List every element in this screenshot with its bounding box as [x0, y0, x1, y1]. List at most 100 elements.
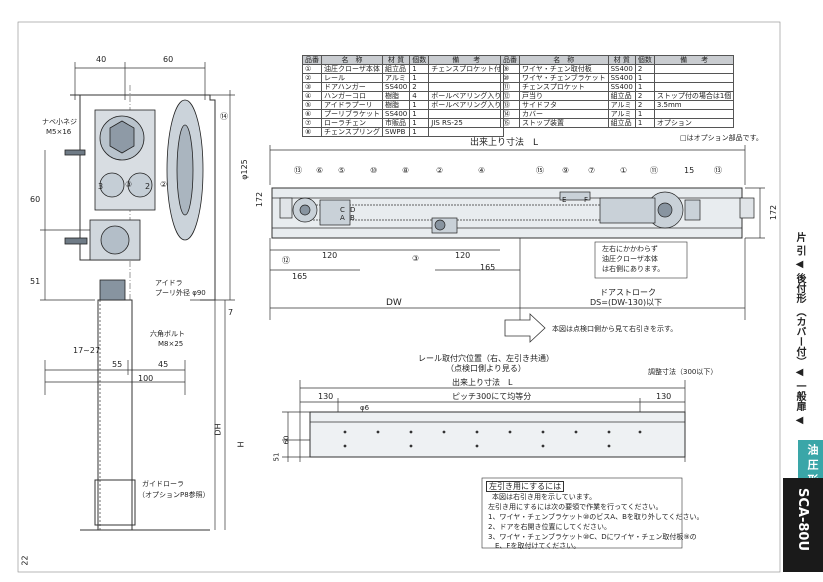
table-cell: ワイヤ・チェンブラケット	[519, 73, 609, 83]
table-cell: 2	[634, 91, 655, 101]
table-cell: 3.5mm	[653, 100, 735, 110]
category-breadcrumb: 片 引 ◀ 後付形 （カバー付）◀ 一般扉 ◀	[794, 232, 805, 426]
table-cell: 2	[634, 64, 655, 74]
table-cell: SS400	[381, 109, 411, 119]
dim-120-left: 120	[322, 251, 338, 260]
label-C: C	[340, 206, 345, 214]
table-cell: 2	[634, 100, 655, 110]
callout-4: ④	[478, 166, 486, 175]
rail-view-lines	[282, 380, 686, 462]
model-label: SCA-80U	[795, 488, 810, 552]
table-cell: ワイヤ・チェン取付板	[519, 64, 609, 74]
note-line-2: 油圧クローザ本体	[602, 255, 658, 263]
hole-diameter: φ6	[360, 404, 370, 412]
label-E: E	[562, 196, 567, 204]
table-cell: 1	[634, 118, 655, 128]
table-cell	[428, 73, 505, 83]
dim-130-right: 130	[656, 392, 672, 401]
table-cell: 2	[409, 82, 430, 92]
callout-12: ⑫	[282, 256, 290, 265]
dim-DH: DH	[213, 423, 223, 436]
table-cell: ボールベアリング入り	[428, 100, 505, 110]
label-B: B	[350, 214, 355, 222]
table-cell: 1	[409, 109, 430, 119]
idler-size: プーリ外径 φ90	[155, 289, 206, 297]
guide-roller-label: ガイドローラ	[142, 480, 184, 488]
dim-DW: DW	[386, 298, 402, 308]
table-cell: ⑬	[500, 100, 520, 110]
callout-8: ⑧	[402, 166, 410, 175]
door-stroke-label: ドアストローク	[600, 288, 656, 297]
callout-13-right: ⑬	[714, 166, 722, 175]
table-cell: ⑭	[500, 109, 520, 119]
num-2: 2	[145, 182, 151, 191]
table-cell: ⑥	[302, 109, 322, 119]
direction-arrow	[504, 313, 546, 343]
table-cell: ⑮	[500, 118, 520, 128]
left-pull-line-3: 1、ワイヤ・チェンブラケット⑩のビスA、Bを取り外してください。	[488, 513, 704, 521]
table-cell: SS400	[607, 73, 636, 83]
callout-9: ⑨	[562, 166, 570, 175]
dim-172-side: 172	[255, 191, 265, 208]
col-qty: 個数	[634, 55, 655, 65]
table-cell: ハンガーコロ	[321, 91, 383, 101]
num-3: 3	[98, 182, 104, 191]
note-line-1: 左右にかかわらず	[602, 245, 658, 253]
table-cell	[428, 109, 505, 119]
table-cell: ③	[302, 82, 322, 92]
page-number: 22	[20, 555, 30, 566]
col-qty: 個数	[409, 55, 430, 65]
table-cell: ①	[302, 64, 322, 74]
callout-6: ⑥	[316, 166, 324, 175]
table-cell: 戸当り	[519, 91, 609, 101]
dim-165-right: 165	[480, 263, 496, 272]
table-cell: 組立品	[607, 118, 636, 128]
table-cell: 1	[409, 73, 430, 83]
table-cell: 油圧クローザ本体	[321, 64, 383, 74]
table-cell: プーリブラケット	[321, 109, 383, 119]
adjust-dimension: 調整寸法（300以下）	[648, 368, 718, 376]
dim-55: 55	[112, 360, 123, 369]
table-cell: 1	[634, 109, 655, 119]
table-cell	[653, 109, 735, 119]
table-cell: レール	[321, 73, 383, 83]
direction-note: 本図は点検口側から見て右引きを示す。	[552, 325, 678, 333]
table-cell: 1	[409, 118, 430, 128]
table-cell: ②	[302, 73, 322, 83]
table-cell: ボールベアリング入り	[428, 91, 505, 101]
callout-5: ⑤	[338, 166, 346, 175]
table-cell: SS400	[607, 64, 636, 74]
col-name: 名 称	[321, 55, 383, 65]
table-cell: 樹脂	[381, 100, 411, 110]
dim-H: H	[236, 441, 246, 448]
table-cell: 組立品	[381, 64, 411, 74]
hex-bolt-size: M8×25	[158, 340, 184, 348]
table-cell: サイドフタ	[519, 100, 609, 110]
table-cell	[653, 73, 735, 83]
note-line-3: は右側にあります。	[602, 265, 665, 273]
col-remarks: 備 考	[653, 55, 735, 65]
table-cell: カバー	[519, 109, 609, 119]
dim-125: φ125	[239, 159, 249, 180]
callout-15-b: 15	[684, 166, 695, 175]
callout-14-side: ⑭	[220, 112, 228, 121]
table-cell: 1	[409, 64, 430, 74]
table-cell: チェンスプロケット付	[428, 64, 505, 74]
callout-11: ⑪	[650, 166, 658, 175]
dim-172-front: 172	[769, 204, 779, 221]
table-cell: ④	[302, 91, 322, 101]
table-cell: アルミ	[607, 109, 636, 119]
table-cell: 1	[634, 73, 655, 83]
callout-3-side: ③	[125, 180, 133, 189]
door-stroke-formula: DS=(DW-130)以下	[590, 298, 663, 307]
col-remarks: 備 考	[428, 55, 505, 65]
